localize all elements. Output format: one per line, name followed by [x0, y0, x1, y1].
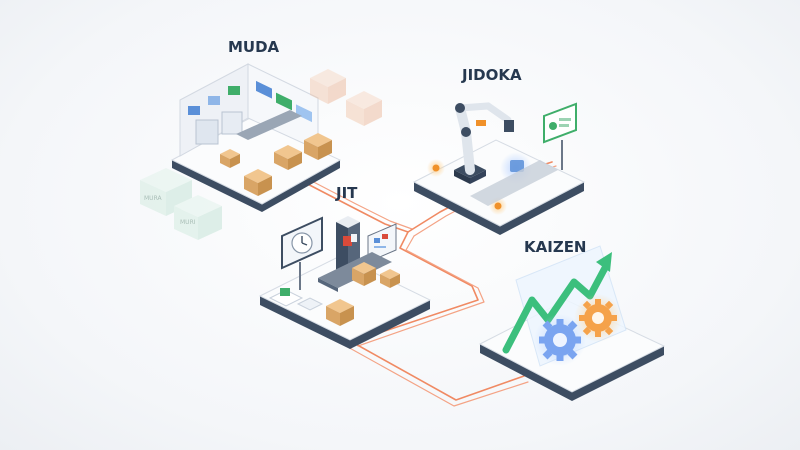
muda-conveyor: [236, 110, 302, 140]
jidoka-conveyor: [470, 160, 558, 206]
jit-kanban-signal: [343, 236, 352, 246]
muda-wall-screen-3: [296, 104, 312, 123]
ghost-blocks: MURA MURI: [140, 168, 222, 240]
jit-label: JIT: [335, 184, 358, 202]
mura-label: MURA: [144, 195, 162, 202]
kaizen-rising-trend-icon: [502, 252, 612, 354]
jidoka-robot-arm-icon: [454, 102, 514, 184]
jit-check-icon: [280, 288, 290, 296]
kaizen-gear-blue-icon: [539, 319, 581, 361]
muda-label: MUDA: [228, 38, 280, 56]
module-kaizen: KAIZEN: [478, 238, 666, 401]
jit-platform-side: [260, 296, 430, 349]
muri-label: MURI: [180, 219, 196, 226]
jit-side-screen: [367, 223, 397, 263]
muda-boxes: [220, 133, 332, 196]
jidoka-check-icon: [549, 122, 557, 130]
jidoka-sensor: [510, 160, 524, 172]
muda-machine-2: [221, 111, 243, 135]
jidoka-platform-side: [414, 182, 584, 235]
muda-wall-panel-left-1: [188, 106, 200, 115]
connector-jit-to-kaizen-lower: [345, 341, 529, 407]
module-muda: MUDA: [170, 38, 382, 212]
muda-wall-panel-left-3: [228, 86, 240, 95]
kaizen-label: KAIZEN: [524, 238, 587, 256]
jidoka-status-sign: [543, 102, 577, 170]
jit-boxes: [326, 262, 400, 326]
muda-faded-boxes: [310, 69, 382, 126]
kaizen-gear-orange-icon: [579, 299, 617, 337]
muda-wall-screen-1: [256, 80, 272, 99]
muda-machine-1: [195, 119, 219, 145]
muda-wall-screen-2: [276, 92, 292, 111]
kaizen-platform-side: [480, 344, 664, 401]
module-jidoka: JIDOKA: [412, 66, 586, 235]
module-jit: JIT: [258, 184, 432, 349]
jit-clock-board: [281, 216, 323, 290]
jit-status-card: [268, 288, 324, 311]
connector-jit-to-kaizen-upper: [351, 231, 485, 347]
jidoka-label: JIDOKA: [461, 66, 522, 84]
muda-wall-panel-left-2: [208, 96, 220, 105]
ghost-block-muri: MURI: [174, 195, 222, 240]
jit-platform-top: [258, 255, 432, 341]
